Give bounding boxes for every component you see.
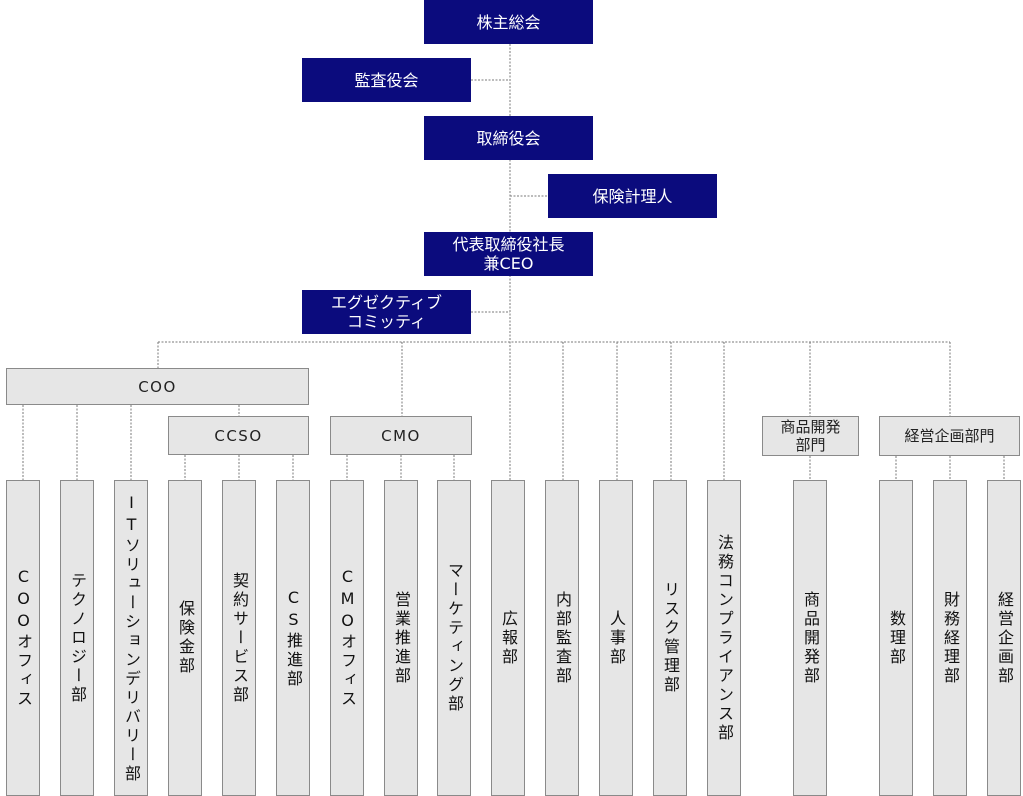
product-development-division-box: 商品開発 部門 bbox=[762, 416, 859, 456]
dept-label: ITソリューションデリバリー部 bbox=[122, 492, 141, 784]
cmo-label: CMO bbox=[381, 426, 421, 445]
dept-label: CMOオフィス bbox=[338, 567, 357, 709]
coo-label: COO bbox=[138, 377, 177, 396]
actuary-label: 保険計理人 bbox=[592, 186, 673, 206]
dept-label: 財務経理部 bbox=[941, 590, 960, 686]
executive-committee-label-line2: コミッティ bbox=[346, 312, 427, 331]
ceo-label-line1: 代表取締役社長 bbox=[452, 235, 565, 254]
dept-label: 保険金部 bbox=[176, 600, 195, 676]
dept-box-legal-compliance: 法務コンプライアンス部 bbox=[707, 480, 741, 796]
dept-box-cs-promotion: CS推進部 bbox=[276, 480, 310, 796]
dept-box-coo-office: COOオフィス bbox=[6, 480, 40, 796]
dept-label: 内部監査部 bbox=[553, 590, 572, 686]
dept-label: CS推進部 bbox=[284, 587, 303, 689]
ceo-box: 代表取締役社長 兼CEO bbox=[424, 232, 593, 276]
dept-box-public-relations: 広報部 bbox=[491, 480, 525, 796]
ccso-box: CCSO bbox=[168, 416, 309, 455]
dept-label: テクノロジー部 bbox=[68, 571, 87, 705]
dept-box-human-resources: 人事部 bbox=[599, 480, 633, 796]
dept-box-cmo-office: CMOオフィス bbox=[330, 480, 364, 796]
audit-board-label: 監査役会 bbox=[354, 70, 419, 90]
dept-box-it-solution-delivery: ITソリューションデリバリー部 bbox=[114, 480, 148, 796]
dept-box-claims: 保険金部 bbox=[168, 480, 202, 796]
dept-label: 数理部 bbox=[887, 609, 906, 667]
dept-box-finance-accounting: 財務経理部 bbox=[933, 480, 967, 796]
dept-box-product-development: 商品開発部 bbox=[793, 480, 827, 796]
cmo-box: CMO bbox=[330, 416, 472, 455]
dept-box-internal-audit: 内部監査部 bbox=[545, 480, 579, 796]
actuary-box: 保険計理人 bbox=[548, 174, 717, 218]
dept-box-technology: テクノロジー部 bbox=[60, 480, 94, 796]
board-of-directors-label: 取締役会 bbox=[476, 128, 541, 148]
dept-label: マーケティング部 bbox=[445, 562, 464, 714]
dept-box-policy-service: 契約サービス部 bbox=[222, 480, 256, 796]
ceo-label-line2: 兼CEO bbox=[483, 254, 534, 273]
coo-box: COO bbox=[6, 368, 309, 405]
dept-label: 法務コンプライアンス部 bbox=[715, 533, 734, 743]
executive-committee-box: エグゼクティブ コミッティ bbox=[302, 290, 471, 334]
executive-committee-label-line1: エグゼクティブ bbox=[330, 293, 443, 312]
shareholders-meeting-box: 株主総会 bbox=[424, 0, 593, 44]
product-development-label-line2: 部門 bbox=[795, 436, 826, 454]
dept-box-sales-promotion: 営業推進部 bbox=[384, 480, 418, 796]
dept-box-risk-management: リスク管理部 bbox=[653, 480, 687, 796]
dept-label: 人事部 bbox=[607, 609, 626, 667]
shareholders-meeting-label: 株主総会 bbox=[476, 12, 541, 32]
dept-box-marketing: マーケティング部 bbox=[437, 480, 471, 796]
dept-label: 営業推進部 bbox=[392, 590, 411, 686]
dept-label: 経営企画部 bbox=[995, 590, 1014, 686]
audit-board-box: 監査役会 bbox=[302, 58, 471, 102]
dept-box-corporate-planning: 経営企画部 bbox=[987, 480, 1021, 796]
ccso-label: CCSO bbox=[214, 426, 263, 445]
dept-label: リスク管理部 bbox=[661, 581, 680, 695]
dept-label: 商品開発部 bbox=[801, 590, 820, 686]
board-of-directors-box: 取締役会 bbox=[424, 116, 593, 160]
corporate-planning-division-box: 経営企画部門 bbox=[879, 416, 1020, 456]
dept-label: 広報部 bbox=[499, 609, 518, 667]
dept-label: COOオフィス bbox=[14, 567, 33, 709]
corporate-planning-division-label: 経営企画部門 bbox=[904, 427, 995, 445]
dept-box-actuarial: 数理部 bbox=[879, 480, 913, 796]
dept-label: 契約サービス部 bbox=[230, 571, 249, 705]
product-development-label-line1: 商品開発 bbox=[780, 418, 841, 436]
